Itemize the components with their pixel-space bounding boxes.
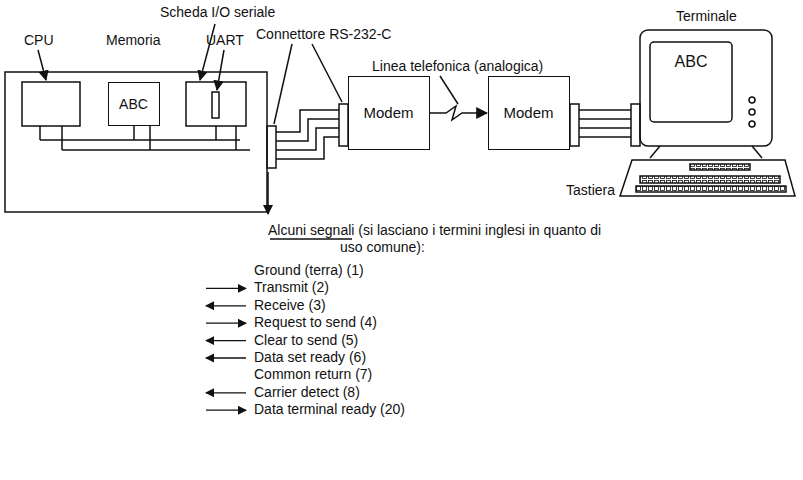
rs232-connector <box>570 104 579 146</box>
signal-name: Clear to send (5) <box>254 332 358 349</box>
signal-arrow <box>206 410 246 411</box>
box-label: Modem <box>503 104 553 121</box>
signal-name: Receive (3) <box>254 297 326 314</box>
leader-lines <box>38 24 458 239</box>
connector-line <box>579 136 631 138</box>
signal-name: Request to send (4) <box>254 314 377 331</box>
phone-line <box>430 106 487 120</box>
cpu-box <box>22 82 80 126</box>
cable <box>579 110 631 137</box>
signal-arrow <box>206 305 246 306</box>
memory-content: ABC <box>119 96 148 112</box>
signal-name: Transmit (2) <box>254 279 329 296</box>
modem-box: Modem <box>488 76 570 150</box>
connector-line <box>430 106 487 120</box>
part-label: Scheda I/O seriale <box>160 4 275 21</box>
rs232-connector <box>339 104 348 146</box>
signal-name: Common return (7) <box>254 366 372 383</box>
signal-arrow <box>206 357 246 358</box>
monitor <box>640 30 772 158</box>
uart-chip <box>212 92 219 118</box>
keyboard <box>620 160 795 196</box>
modem-box: Modem <box>348 76 430 150</box>
part-label: Terminale <box>676 8 737 25</box>
signal-arrow <box>206 392 246 393</box>
connector-label: Connettore RS-232-C <box>256 26 391 43</box>
signal-name: Carrier detect (8) <box>254 384 360 401</box>
rs232-connector <box>267 126 276 168</box>
part-label: Memoria <box>106 32 160 49</box>
rs232-connector <box>631 104 640 146</box>
signal-arrow <box>206 288 246 289</box>
signal-arrow <box>206 323 246 324</box>
signal-name: Ground (terra) (1) <box>254 262 364 279</box>
signal-name: Data terminal ready (20) <box>254 401 405 418</box>
part-label: UART <box>206 32 244 49</box>
io-card <box>186 82 246 126</box>
signal-arrow <box>206 340 246 341</box>
computer-housing <box>5 72 267 212</box>
screen-text: ABC <box>675 53 708 71</box>
connector-line <box>579 118 631 120</box>
bus-lines <box>40 126 250 150</box>
note: Alcuni segnali (si lasciano i termini in… <box>268 222 608 256</box>
connector-line <box>579 127 631 129</box>
memory-box: ABC <box>108 82 160 126</box>
line-label: Linea telefonica (analogica) <box>372 58 543 75</box>
connector-line <box>579 109 631 111</box>
box-label: Modem <box>363 104 413 121</box>
terminal: ABC <box>640 30 772 146</box>
cable <box>276 110 339 159</box>
part-label: Tastiera <box>566 182 615 199</box>
signal-name: Data set ready (6) <box>254 349 366 366</box>
part-label: CPU <box>24 32 54 49</box>
